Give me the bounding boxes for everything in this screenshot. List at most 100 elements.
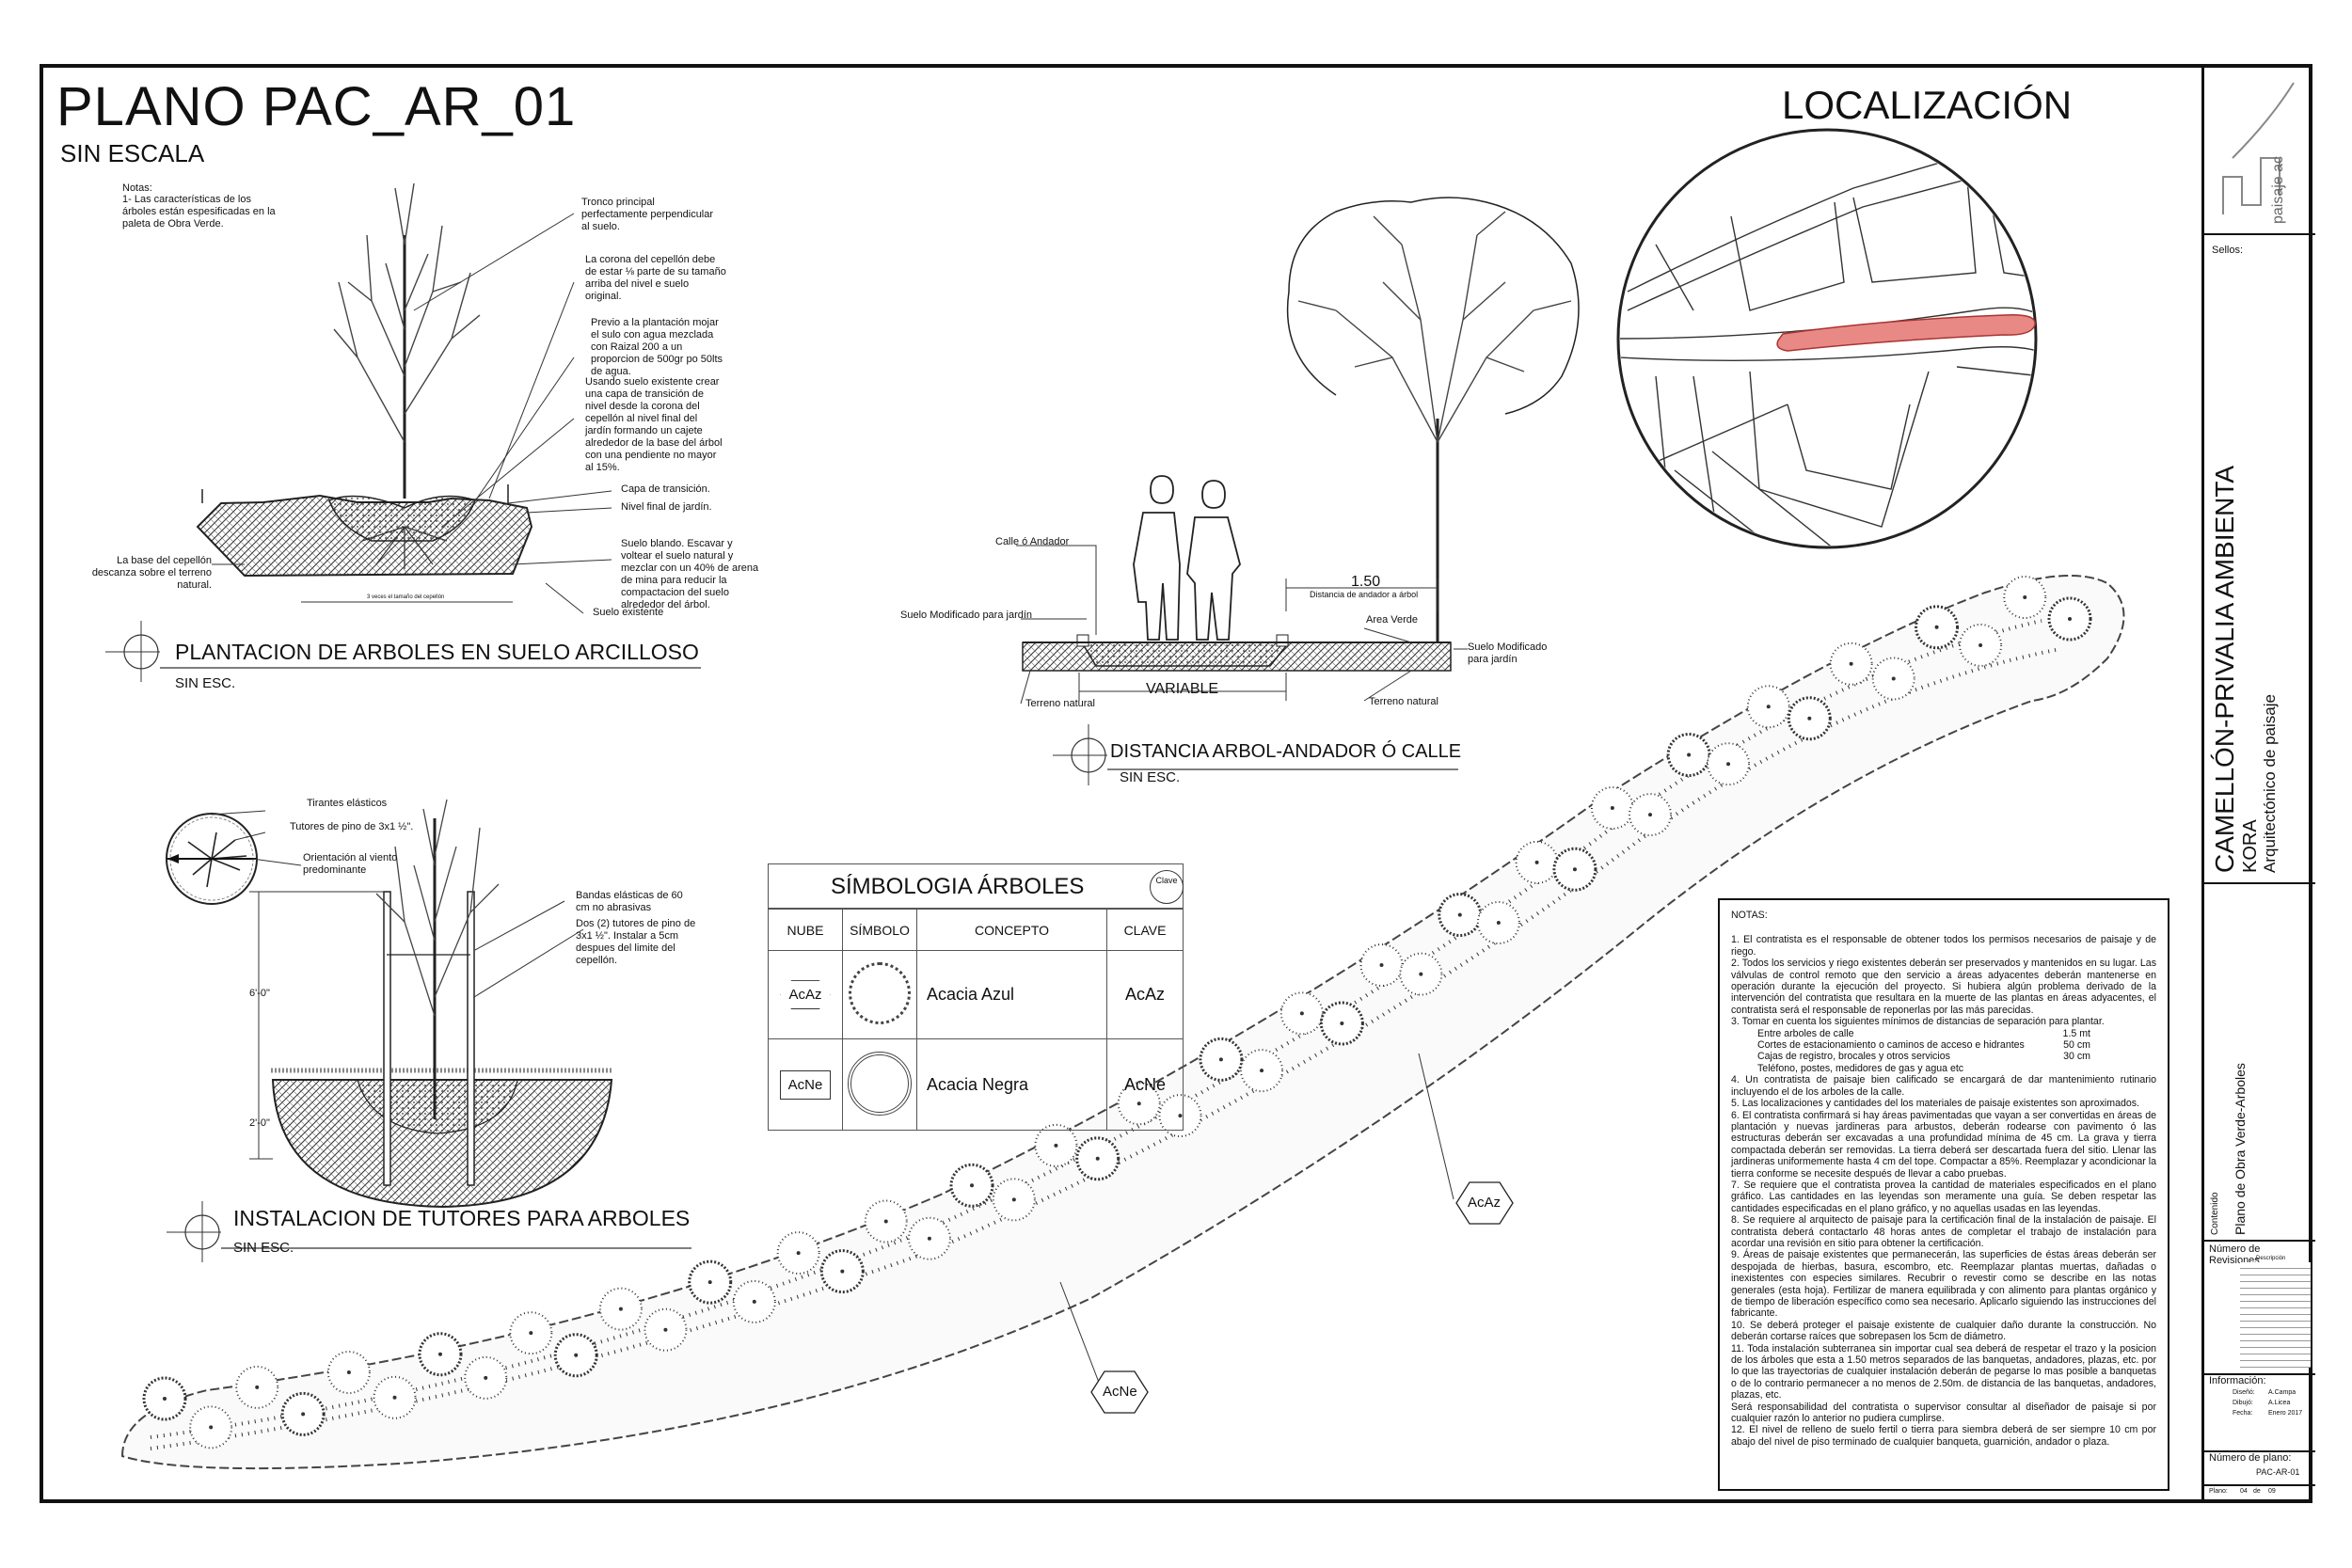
table-row: AcAz Acacia Azul AcAz bbox=[768, 949, 1184, 1040]
label-capa: Capa de transición. bbox=[621, 483, 710, 495]
label-orientacion: Orientación al viento predominante bbox=[303, 852, 398, 876]
tree-center-dot bbox=[1496, 920, 1501, 925]
label-ancho: 3 veces el tamaño del cepellón bbox=[367, 594, 445, 600]
logo-icon bbox=[2222, 82, 2295, 214]
tree-center-dot bbox=[707, 1280, 712, 1285]
plano-label: Plano: bbox=[2209, 1488, 2228, 1495]
tree-center-dot bbox=[1299, 1011, 1304, 1016]
tree-center-dot bbox=[1572, 867, 1577, 872]
contenido-value: Plano de Obra Verde-Arboles bbox=[2233, 1063, 2248, 1235]
tree-center-dot bbox=[346, 1370, 351, 1375]
label-nivel: Nivel final de jardín. bbox=[621, 501, 712, 513]
label-corona: La corona del cepellón debe de estar ⅛ p… bbox=[585, 254, 726, 302]
note-9: 9. Áreas de paisaje existentes que perma… bbox=[1731, 1249, 2156, 1320]
concepto-cell: Acacia Azul bbox=[916, 949, 1107, 1040]
label-terreno2: Terreno natural bbox=[1369, 696, 1438, 707]
diseno-value: A.Campa bbox=[2268, 1389, 2296, 1396]
nube-hexagon: AcNe bbox=[779, 1069, 832, 1100]
plan-scale: SIN ESCALA bbox=[60, 139, 205, 167]
tree-center-dot bbox=[209, 1425, 214, 1430]
table-row: AcNe Acacia Negra AcNe bbox=[768, 1038, 1184, 1131]
numero-label: Número de plano: bbox=[2209, 1452, 2292, 1464]
informacion-label: Información: bbox=[2209, 1375, 2266, 1386]
plan-title: PLANO PAC_AR_01 bbox=[56, 76, 577, 137]
label-blando: Suelo blando. Escavar y voltear el suelo… bbox=[621, 538, 759, 610]
label-dist: Distancia de andador a árbol bbox=[1310, 590, 1419, 599]
label-suelo-mod: Suelo Modificado para jardín bbox=[900, 610, 1033, 621]
tree-center-dot bbox=[663, 1327, 668, 1332]
title-block: paisaje ac Sellos: CAMELLÓN-PRIVALIA AMB… bbox=[2201, 64, 2315, 1503]
dibujo-value: A.Licea bbox=[2268, 1400, 2291, 1406]
section1-title: PLANTACION DE ARBOLES EN SUELO ARCILLOSO bbox=[175, 640, 699, 664]
diseno-label: Diseñó: bbox=[2233, 1389, 2255, 1396]
tree-center-dot bbox=[1260, 1069, 1264, 1073]
contenido-label: Contenido bbox=[2210, 1192, 2220, 1235]
section1-notes-header: Notas: bbox=[122, 182, 152, 194]
section-marker-1 bbox=[105, 621, 701, 682]
clave-cell: AcAz bbox=[1106, 949, 1184, 1040]
tree-center-dot bbox=[529, 1331, 533, 1336]
tree-center-dot bbox=[301, 1412, 306, 1417]
acacia-azul-icon bbox=[849, 962, 911, 1025]
tree-center-dot bbox=[1379, 963, 1384, 968]
tree-center-dot bbox=[1419, 972, 1423, 976]
note-4: 4. Un contratista de paisaje bien califi… bbox=[1731, 1074, 2156, 1098]
distance-value: 1.5 mt bbox=[2062, 1027, 2090, 1039]
note-3: 3. Tomar en cuenta los siguientes mínimo… bbox=[1731, 1016, 2105, 1028]
acacia-negra-icon bbox=[848, 1051, 912, 1116]
note-11b: Será responsabilidad del contratista o s… bbox=[1731, 1401, 2156, 1425]
note-8: 8. Se requiere al arquitecto de paisaje … bbox=[1731, 1214, 2156, 1249]
revision-lines bbox=[2240, 1262, 2311, 1368]
label-tirantes: Tirantes elásticos bbox=[307, 798, 388, 809]
location-map bbox=[1616, 128, 2038, 549]
header-nube: NUBE bbox=[768, 909, 843, 951]
tree-center-dot bbox=[1687, 752, 1692, 757]
label-suelo-mod2: Suelo Modificado para jardín bbox=[1468, 641, 1548, 665]
tree-center-dot bbox=[1610, 806, 1614, 811]
role-name: Arquitectónico de paisaje bbox=[2261, 694, 2279, 873]
symbology-title: SÍMBOLOGIA ÁRBOLES bbox=[831, 874, 1085, 899]
clave-cell: AcNe bbox=[1106, 1038, 1184, 1131]
tree-center-dot bbox=[437, 1352, 442, 1356]
symbol-acaz bbox=[842, 949, 917, 1040]
label-calle: Calle ó Andador bbox=[995, 536, 1070, 547]
section-marker-2 bbox=[167, 1201, 691, 1262]
tree-center-dot bbox=[1457, 912, 1462, 917]
dibujo-label: Dibujó: bbox=[2233, 1400, 2253, 1406]
label-bandas: Bandas elásticas de 60 cm no abrasivas bbox=[576, 890, 683, 913]
client-name: KORA bbox=[2240, 819, 2261, 873]
planting-detail bbox=[196, 182, 612, 614]
info-values: A.Campa A.Licea Enero 2017 bbox=[2268, 1387, 2302, 1418]
note-12: 12. El nivel de relleno de suelo fertil … bbox=[1731, 1424, 2156, 1448]
tree-center-dot bbox=[927, 1236, 931, 1241]
fecha-value: Enero 2017 bbox=[2268, 1410, 2303, 1417]
tree-center-dot bbox=[1011, 1197, 1016, 1202]
label-terreno1: Terreno natural bbox=[1025, 698, 1095, 709]
drawing-frame bbox=[40, 64, 2312, 1503]
tree-center-dot bbox=[1726, 762, 1731, 767]
symbology-title-box: SÍMBOLOGIA ÁRBOLES Clave bbox=[768, 863, 1184, 909]
plan-tag-acne bbox=[1090, 1370, 1149, 1414]
note-2: 2. Todos los servicios y riego existente… bbox=[1731, 958, 2156, 1016]
header-simbolo: SÍMBOLO bbox=[842, 909, 917, 951]
tree-center-dot bbox=[883, 1219, 888, 1224]
tree-center-dot bbox=[1095, 1156, 1100, 1161]
tree-center-dot bbox=[1934, 625, 1939, 629]
plano-de: de bbox=[2253, 1488, 2261, 1495]
descripcion-label: Descripción bbox=[2256, 1256, 2286, 1261]
section-marker-3 bbox=[1053, 724, 1458, 785]
note-5: 5. Las localizaciones y cantidades del l… bbox=[1731, 1098, 2139, 1110]
general-notes: NOTAS: 1. El contratista es el responsab… bbox=[1718, 898, 2169, 1491]
section3-scale: SIN ESC. bbox=[1120, 769, 1181, 785]
nube-cell: AcNe bbox=[768, 1038, 843, 1131]
label-existente: Suelo existente bbox=[593, 607, 664, 618]
tree-center-dot bbox=[1340, 1021, 1344, 1025]
tree-center-dot bbox=[796, 1251, 801, 1256]
tree-center-dot bbox=[840, 1269, 845, 1274]
tree-center-dot bbox=[752, 1299, 756, 1304]
tree-center-dot bbox=[484, 1375, 488, 1380]
plan-tag-acaz bbox=[1455, 1181, 1514, 1225]
tree-center-dot bbox=[1979, 642, 1983, 647]
tree-center-dot bbox=[574, 1353, 579, 1357]
